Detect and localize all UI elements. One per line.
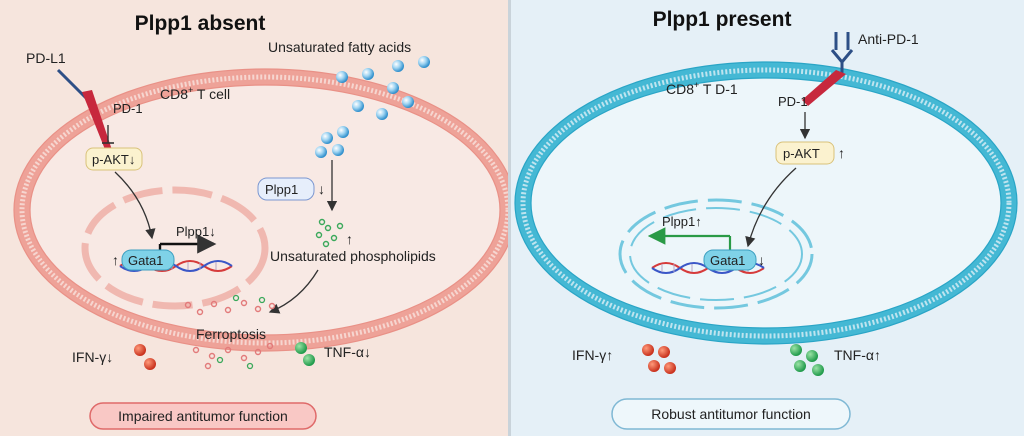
pd-l1-ligand	[56, 68, 90, 102]
right-nucleus	[618, 198, 814, 310]
right-p-akt-box	[775, 141, 835, 165]
right-outcome-pill	[611, 398, 851, 430]
plpp1-enzyme-label: Plpp1	[265, 182, 298, 197]
pd-1-receptor	[82, 90, 112, 152]
left-gata1-label: Gata1	[128, 253, 163, 268]
phospholipid-icons	[315, 218, 344, 248]
left-outcome-pill	[89, 402, 317, 430]
right-pd-1-label: PD-1	[778, 94, 808, 109]
plpp1-enzyme-box	[257, 177, 315, 201]
panel-divider	[508, 0, 511, 436]
ferroptosis-label: Ferroptosis	[196, 326, 266, 342]
right-plpp1-gene-label: Plpp1↑	[662, 214, 702, 229]
phospholipid-arrow: ↑	[346, 231, 353, 247]
left-p-akt-label: p-AKT↓	[92, 152, 135, 167]
right-gata1-label: Gata1	[710, 253, 745, 268]
right-outcome-label: Robust antitumor function	[651, 406, 811, 422]
right-p-akt-arrow: ↑	[838, 145, 845, 161]
right-ifn-label: IFN-γ↑	[572, 347, 613, 363]
left-ifn-ball	[134, 344, 146, 356]
unsaturated-phospholipids-label: Unsaturated phospholipids	[270, 248, 436, 264]
right-ifn-balls	[642, 344, 676, 374]
left-cell-label: CD8+ T cell	[160, 85, 230, 102]
left-ifn-label: IFN-γ↓	[72, 349, 113, 365]
left-tnf-ball	[295, 342, 307, 354]
right-pd-1-receptor	[802, 70, 846, 106]
left-gata1-arrow: ↑	[112, 252, 119, 268]
left-p-akt-box	[85, 147, 143, 171]
plpp1-enzyme-arrow: ↓	[318, 181, 325, 197]
left-nucleus	[81, 186, 269, 310]
right-tnf-label: TNF-α↑	[834, 347, 881, 363]
anti-pd-1-antibody	[830, 32, 854, 74]
right-gata1-box	[703, 249, 757, 271]
left-tnf-label: TNF-α↓	[324, 344, 371, 360]
left-outcome-label: Impaired antitumor function	[118, 408, 288, 424]
right-cell-label: CD8+ T D-1	[666, 80, 738, 97]
unsaturated-fatty-acids-label: Unsaturated fatty acids	[268, 39, 411, 55]
anti-pd-1-label: Anti-PD-1	[858, 31, 919, 47]
ferroptosis-debris	[184, 299, 276, 370]
left-pd-1-label: PD-1	[113, 101, 143, 116]
left-gata1-box	[121, 249, 175, 271]
right-gata1-arrow: ↓	[758, 252, 765, 268]
pd-l1-label: PD-L1	[26, 50, 66, 66]
left-plpp1-gene-label: Plpp1↓	[176, 224, 216, 239]
left-title: Plpp1 absent	[135, 12, 266, 35]
right-title: Plpp1 present	[653, 8, 792, 31]
fatty-acid-droplets	[315, 56, 430, 158]
right-tnf-balls	[790, 344, 824, 376]
right-p-akt-label: p-AKT	[783, 146, 820, 161]
